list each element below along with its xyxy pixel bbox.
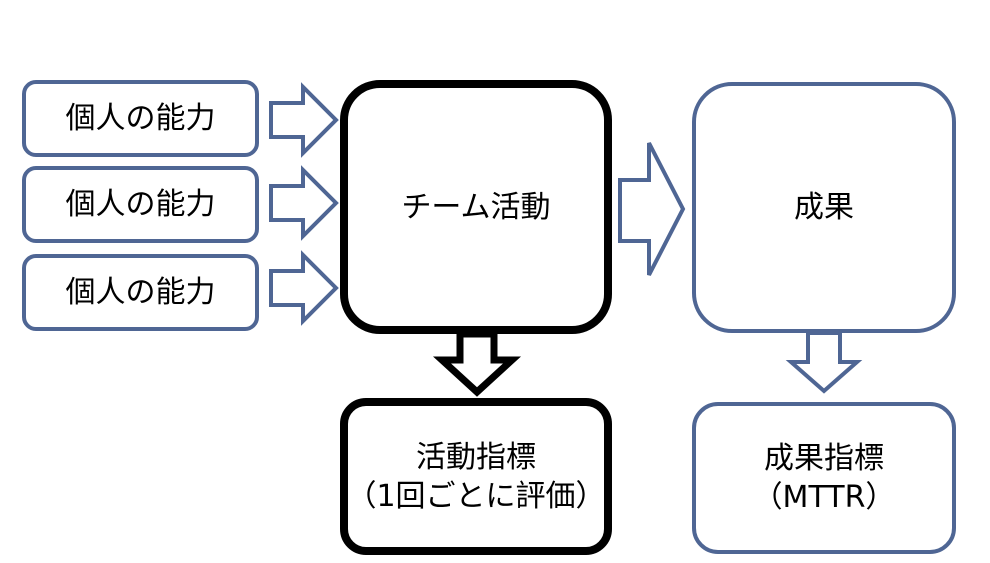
activity-metric-line1: 活動指標 [416, 439, 536, 475]
activity-to-outcome-arrow [618, 142, 686, 276]
outcome-metric-line2: （MTTR） [752, 480, 896, 515]
input-arrow-3 [269, 250, 339, 326]
input-label-1: 個人の能力 [65, 101, 216, 136]
activity-metric-line2: （1回ごとに評価） [346, 478, 606, 514]
input-label-2: 個人の能力 [65, 187, 216, 222]
input-box-1: 個人の能力 [22, 80, 259, 157]
input-arrow-1 [269, 82, 339, 158]
activity-to-metric-arrow [432, 330, 522, 397]
outcome-to-metric-arrow [785, 331, 863, 394]
input-arrow-2 [269, 165, 339, 241]
input-label-3: 個人の能力 [65, 275, 216, 310]
input-box-2: 個人の能力 [22, 166, 259, 243]
activity-label: チーム活動 [401, 189, 551, 225]
outcome-box: 成果 [692, 82, 956, 333]
input-box-3: 個人の能力 [22, 254, 259, 331]
activity-box: チーム活動 [340, 80, 612, 334]
activity-metric-box: 活動指標 （1回ごとに評価） [340, 398, 612, 555]
outcome-label: 成果 [794, 190, 854, 225]
outcome-metric-box: 成果指標 （MTTR） [692, 402, 956, 554]
outcome-metric-line1: 成果指標 [764, 441, 884, 476]
